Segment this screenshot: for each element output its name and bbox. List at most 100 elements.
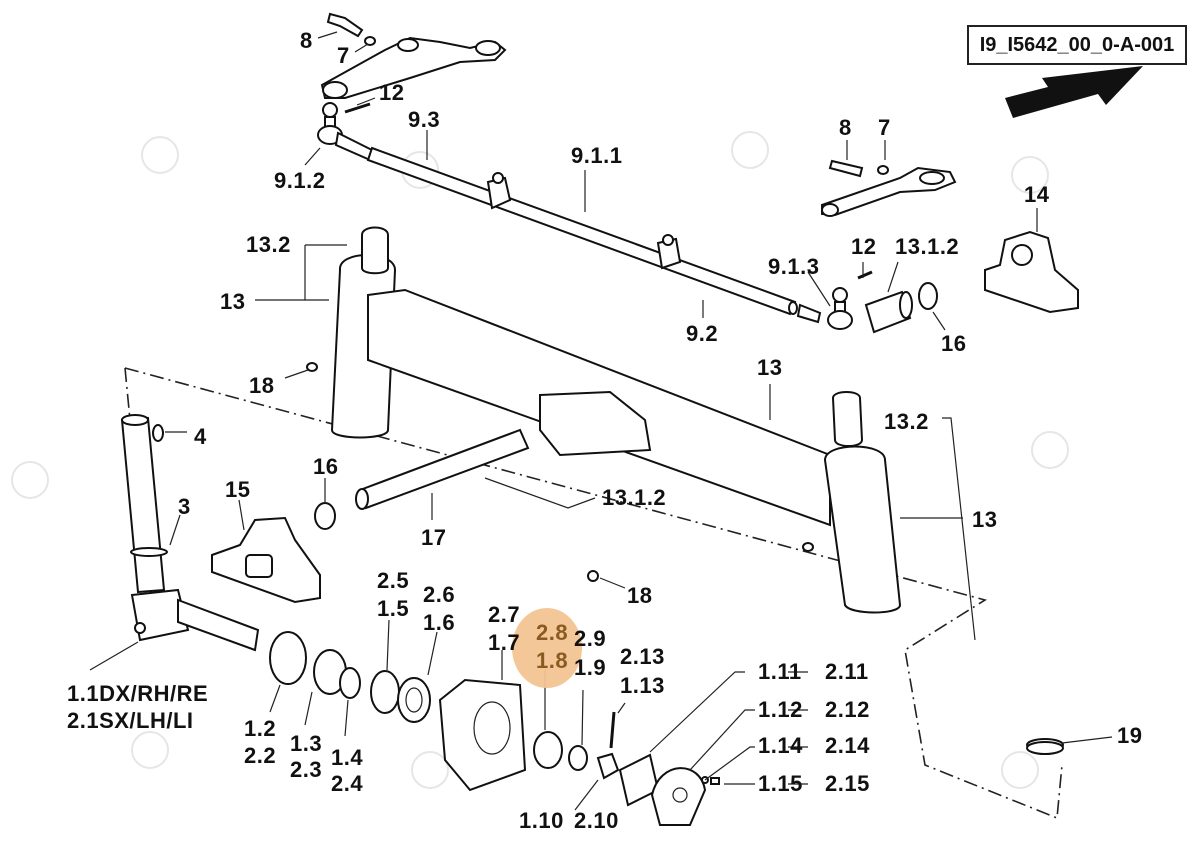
callout-8-right[interactable]: 8 xyxy=(839,115,852,140)
ball-joint-9-1-2 xyxy=(317,102,374,162)
grease-nipple-18-bottom xyxy=(587,570,599,582)
callout-1-10[interactable]: 1.10 xyxy=(519,808,564,833)
callout-1-14[interactable]: 1.14 xyxy=(758,733,803,758)
callout-2-8[interactable]: 2.8 xyxy=(536,620,569,645)
callout-9-1-1[interactable]: 9.1.1 xyxy=(571,143,623,168)
bearing-1-6 xyxy=(397,677,431,723)
bearing-1-8 xyxy=(533,731,563,769)
bushing-13-1-2 xyxy=(864,290,913,334)
callout-1-2[interactable]: 1.2 xyxy=(244,716,277,741)
callout-1-5[interactable]: 1.5 xyxy=(377,596,410,621)
callout-13-2-left[interactable]: 13.2 xyxy=(246,232,291,257)
callout-9-3[interactable]: 9.3 xyxy=(408,107,441,132)
forward-direction-arrow xyxy=(1005,66,1143,118)
steering-arm-left xyxy=(320,36,507,99)
steering-arm-right xyxy=(821,166,957,217)
leader-lines xyxy=(89,31,1113,811)
callout-highlight-circle xyxy=(512,608,582,688)
callout-9-2[interactable]: 9.2 xyxy=(686,321,719,346)
spacer-ring-1-2 xyxy=(269,631,307,685)
assembly-boundary-line-left xyxy=(124,367,131,421)
callout-19[interactable]: 19 xyxy=(1117,723,1143,748)
ring-1-4 xyxy=(339,667,361,699)
reference-code-box: I9_I5642_00_0-A-001 xyxy=(967,25,1187,65)
support-bracket-15 xyxy=(211,516,321,604)
callout-2-6[interactable]: 2.6 xyxy=(423,582,456,607)
callout-1-1[interactable]: 1.1DX/RH/RE xyxy=(67,681,209,706)
pivot-pin-17 xyxy=(355,390,652,510)
callout-2-3[interactable]: 2.3 xyxy=(290,757,323,782)
callout-7-right[interactable]: 7 xyxy=(878,115,891,140)
washer-1-9 xyxy=(568,745,588,771)
callout-2-7[interactable]: 2.7 xyxy=(488,602,521,627)
split-pin-1-13 xyxy=(609,711,616,749)
cap-1-12 xyxy=(650,767,707,826)
callout-13-left[interactable]: 13 xyxy=(220,289,246,314)
callout-15[interactable]: 15 xyxy=(225,477,251,502)
washer-16-left xyxy=(314,502,336,530)
callout-1-8[interactable]: 1.8 xyxy=(536,648,569,673)
assembly-boundary-line xyxy=(124,367,1063,820)
pin-12-right xyxy=(857,270,873,280)
callout-13-1-2[interactable]: 13.1.2 xyxy=(895,234,960,259)
callout-2-10[interactable]: 2.10 xyxy=(574,808,619,833)
watermark-logo xyxy=(11,131,1069,789)
callout-9-1-3[interactable]: 9.1.3 xyxy=(768,254,820,279)
washer-7-top xyxy=(364,36,376,46)
pin-12-top xyxy=(344,102,371,114)
callout-17[interactable]: 17 xyxy=(421,525,447,550)
callout-18-left[interactable]: 18 xyxy=(249,373,275,398)
callout-4[interactable]: 4 xyxy=(194,424,207,449)
callout-9-1-2[interactable]: 9.1.2 xyxy=(274,168,326,193)
callout-2-9[interactable]: 2.9 xyxy=(574,626,607,651)
callout-2-5[interactable]: 2.5 xyxy=(377,568,410,593)
callout-1-3[interactable]: 1.3 xyxy=(290,731,323,756)
callout-12[interactable]: 12 xyxy=(379,80,405,105)
callout-2-2[interactable]: 2.2 xyxy=(244,743,277,768)
callout-16-left[interactable]: 16 xyxy=(313,454,339,479)
cap-4 xyxy=(152,424,164,442)
bolt-8-right xyxy=(828,159,864,178)
plug-1-15 xyxy=(710,777,720,785)
support-bracket-14 xyxy=(984,230,1079,314)
ball-joint-9-1-3 xyxy=(827,287,853,330)
tie-rod-9-1-1 xyxy=(366,146,822,324)
callout-13-mid[interactable]: 13 xyxy=(757,355,783,380)
callout-1-11[interactable]: 1.11 xyxy=(758,659,802,684)
callout-2-11[interactable]: 2.11 xyxy=(825,659,869,684)
callout-1-4[interactable]: 1.4 xyxy=(331,745,364,770)
castle-nut-1-10 xyxy=(596,752,620,780)
callout-12-right[interactable]: 12 xyxy=(851,234,877,259)
washer-16-right xyxy=(918,282,938,310)
grease-nipple-18-top xyxy=(306,362,318,372)
callout-2-1[interactable]: 2.1SX/LH/LI xyxy=(67,708,194,733)
callout-13-right[interactable]: 13 xyxy=(972,507,998,532)
callout-13-2-right[interactable]: 13.2 xyxy=(884,409,929,434)
callout-13-1-2-bottom[interactable]: 13.1.2 xyxy=(602,485,667,510)
callout-1-12[interactable]: 1.12 xyxy=(758,697,803,722)
o-ring-1-5 xyxy=(370,670,400,714)
hub-1-7 xyxy=(438,678,527,792)
callout-1-15[interactable]: 1.15 xyxy=(758,771,803,796)
bolt-8-top xyxy=(326,12,364,38)
callout-2-13[interactable]: 2.13 xyxy=(620,644,665,669)
callout-14[interactable]: 14 xyxy=(1024,182,1050,207)
callout-1-7[interactable]: 1.7 xyxy=(488,630,521,655)
callout-2-14[interactable]: 2.14 xyxy=(825,733,870,758)
callout-1-9[interactable]: 1.9 xyxy=(574,655,607,680)
seal-19 xyxy=(1026,738,1064,755)
callout-18-bottom[interactable]: 18 xyxy=(627,583,653,608)
callout-8[interactable]: 8 xyxy=(300,28,313,53)
callout-7[interactable]: 7 xyxy=(337,43,350,68)
callout-1-6[interactable]: 1.6 xyxy=(423,610,456,635)
callout-2-4[interactable]: 2.4 xyxy=(331,771,364,796)
callout-3[interactable]: 3 xyxy=(178,494,191,519)
callout-2-15[interactable]: 2.15 xyxy=(825,771,870,796)
callout-1-13[interactable]: 1.13 xyxy=(620,673,665,698)
grease-nipple-18-right xyxy=(802,542,814,552)
callout-16-right[interactable]: 16 xyxy=(941,331,967,356)
washer-7-right xyxy=(877,165,889,175)
callout-2-12[interactable]: 2.12 xyxy=(825,697,870,722)
